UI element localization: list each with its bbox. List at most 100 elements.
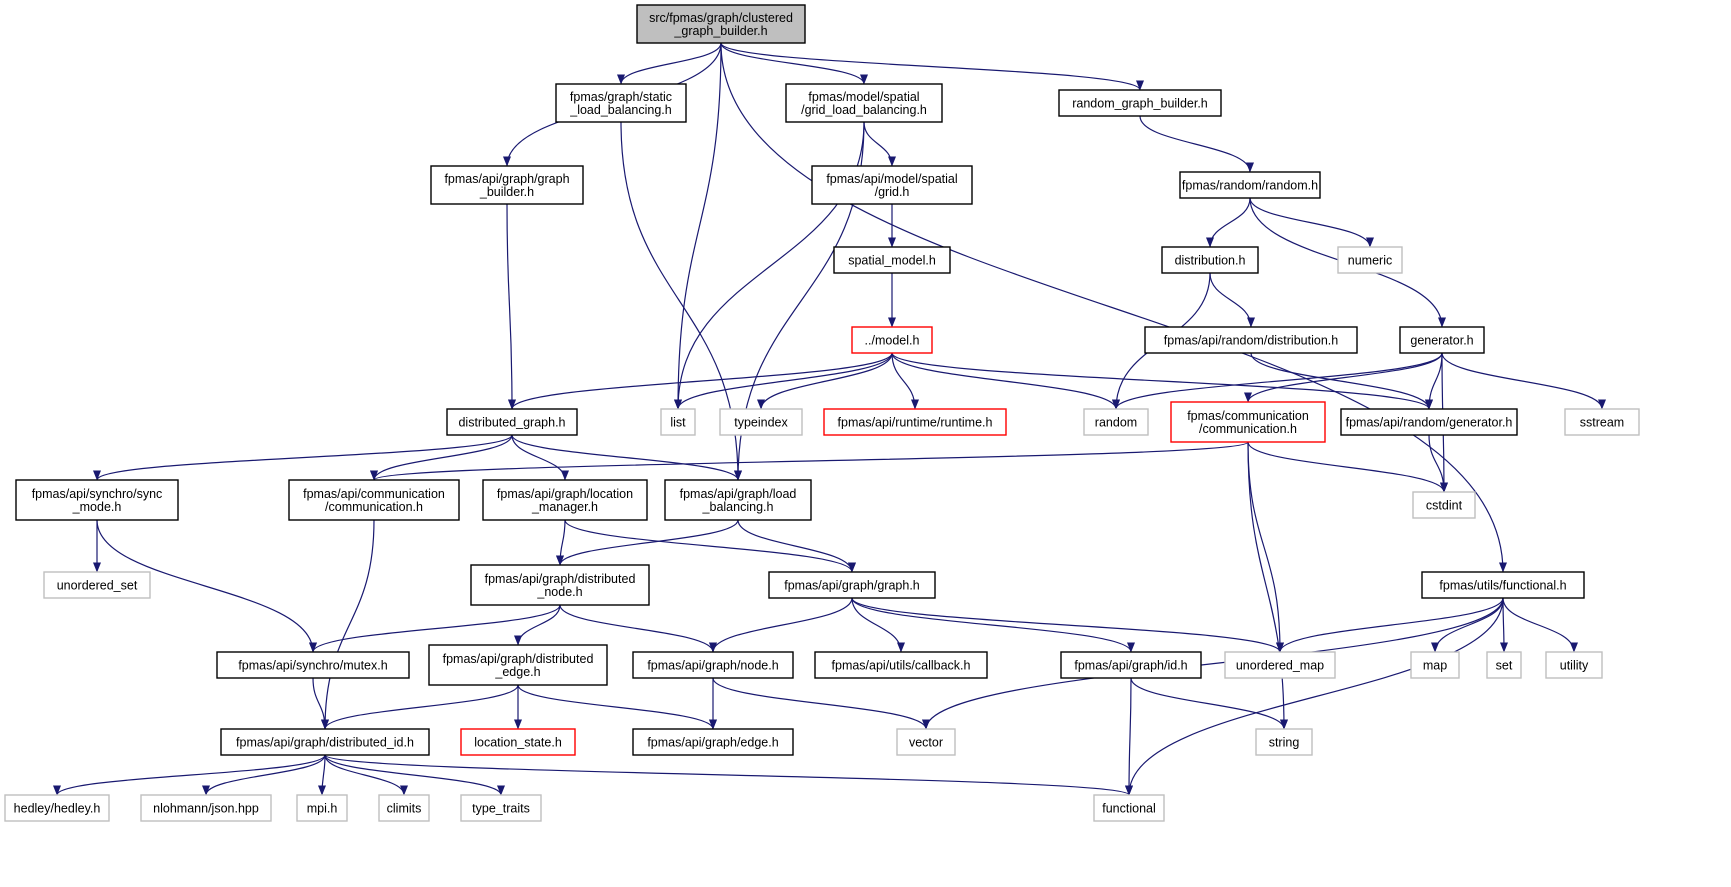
node-dist-graph[interactable]: distributed_graph.h — [446, 408, 578, 436]
node-id-h[interactable]: fpmas/api/graph/id.h — [1060, 651, 1202, 679]
node-sync-mode[interactable]: fpmas/api/synchro/sync_mode.h — [15, 479, 179, 521]
node-box — [555, 83, 687, 123]
node-utility: utility — [1545, 651, 1603, 679]
edge-root-to-list — [674, 42, 722, 410]
node-location-state[interactable]: location_state.h — [460, 728, 576, 756]
node-dist-node[interactable]: fpmas/api/graph/distributed_node.h — [470, 564, 650, 606]
node-box — [632, 728, 794, 756]
node-label-line: functional — [1102, 802, 1156, 816]
node-box — [811, 165, 973, 205]
edge-api_lb-to-api_graph — [737, 519, 856, 573]
edge-root-to-static_lb — [617, 42, 722, 85]
node-mutex[interactable]: fpmas/api/synchro/mutex.h — [216, 651, 410, 679]
node-label-line: string — [1269, 736, 1300, 750]
edge-dist_id-to-type_traits — [324, 754, 505, 796]
node-api-rand-dist[interactable]: fpmas/api/random/distribution.h — [1144, 326, 1358, 354]
node-api-graph-builder[interactable]: fpmas/api/graph/graph_builder.h — [430, 165, 584, 205]
edge-dist_node-to-mutex — [309, 604, 561, 653]
node-api-graph[interactable]: fpmas/api/graph/graph.h — [768, 571, 936, 599]
node-box — [719, 408, 803, 436]
node-box — [1058, 89, 1222, 117]
node-label-line: fpmas/api/graph/graph — [444, 172, 569, 186]
edge-api_graph-to-unordered_map — [851, 597, 1284, 653]
node-box — [814, 651, 988, 679]
node-dist-id[interactable]: fpmas/api/graph/distributed_id.h — [220, 728, 430, 756]
node-api-comm[interactable]: fpmas/api/communication/communication.h — [288, 479, 460, 521]
edge-root-to-random_gb — [720, 42, 1144, 91]
node-random-h[interactable]: fpmas/random/random.h — [1179, 171, 1321, 199]
node-box — [833, 246, 951, 274]
edge-generator-to-sstream — [1441, 352, 1606, 410]
edge-functional_h-to-functional — [1125, 597, 1504, 796]
node-label-line: _balancing.h — [702, 500, 774, 514]
node-random-gb[interactable]: random_graph_builder.h — [1058, 89, 1222, 117]
edge-api_graph-to-id_h — [851, 597, 1135, 653]
node-box — [470, 564, 650, 606]
node-location-mgr[interactable]: fpmas/api/graph/location_manager.h — [482, 479, 648, 521]
edge-dist_id-to-functional — [324, 754, 1133, 796]
node-distribution[interactable]: distribution.h — [1161, 246, 1259, 274]
node-callback[interactable]: fpmas/api/utils/callback.h — [814, 651, 988, 679]
edge-model_h-to-random_std — [891, 352, 1120, 410]
edge-sync_mode-to-mutex — [96, 519, 317, 653]
node-label-line: random_graph_builder.h — [1072, 97, 1208, 111]
node-sstream: sstream — [1564, 408, 1640, 436]
node-box — [1337, 246, 1403, 274]
node-label-line: fpmas/communication — [1187, 409, 1309, 423]
edge-node_h-to-vector — [712, 677, 930, 730]
node-label-line: spatial_model.h — [848, 254, 936, 268]
node-label-line: /grid_load_balancing.h — [801, 103, 927, 117]
node-label-line: fpmas/api/graph/load — [680, 487, 797, 501]
node-label-line: cstdint — [1426, 499, 1463, 513]
node-model-h[interactable]: ../model.h — [851, 326, 933, 354]
node-functional-h[interactable]: fpmas/utils/functional.h — [1421, 571, 1585, 599]
node-box — [430, 165, 584, 205]
node-label-line: fpmas/api/graph/distributed — [485, 572, 636, 586]
node-box — [446, 408, 578, 436]
edge-dist_graph-to-api_comm — [370, 434, 513, 481]
node-label-line: set — [1496, 659, 1513, 673]
node-box — [216, 651, 410, 679]
node-generator[interactable]: generator.h — [1399, 326, 1485, 354]
node-dist-edge[interactable]: fpmas/api/graph/distributed_edge.h — [428, 644, 608, 686]
node-box — [1340, 408, 1518, 436]
node-functional: functional — [1093, 794, 1165, 822]
node-label-line: fpmas/api/graph/location — [497, 487, 633, 501]
node-box — [4, 794, 110, 822]
node-edge-h[interactable]: fpmas/api/graph/edge.h — [632, 728, 794, 756]
node-box — [140, 794, 272, 822]
edge-root-to-functional_h — [720, 42, 1507, 573]
node-label-line: unordered_set — [57, 579, 138, 593]
node-api-rand-gen[interactable]: fpmas/api/random/generator.h — [1340, 408, 1518, 436]
node-set: set — [1486, 651, 1522, 679]
node-api-lb[interactable]: fpmas/api/graph/load_balancing.h — [664, 479, 812, 521]
node-label-line: fpmas/api/graph/graph.h — [784, 579, 920, 593]
node-comm[interactable]: fpmas/communication/communication.h — [1170, 401, 1326, 443]
node-node-h[interactable]: fpmas/api/graph/node.h — [632, 651, 794, 679]
node-box — [896, 728, 956, 756]
node-label-line: _builder.h — [479, 185, 534, 199]
node-json: nlohmann/json.hpp — [140, 794, 272, 822]
edge-comm-to-api_comm — [370, 441, 1249, 481]
node-label-line: numeric — [1348, 254, 1392, 268]
node-box — [1144, 326, 1358, 354]
node-label-line: fpmas/api/synchro/sync — [32, 487, 163, 501]
node-box — [1410, 651, 1460, 679]
node-climits: climits — [378, 794, 430, 822]
node-grid-lb[interactable]: fpmas/model/spatial/grid_load_balancing.… — [785, 83, 943, 123]
node-numeric: numeric — [1337, 246, 1403, 274]
node-label-line: fpmas/utils/functional.h — [1439, 579, 1566, 593]
node-api-grid[interactable]: fpmas/api/model/spatial/grid.h — [811, 165, 973, 205]
edge-dist_node-to-node_h — [559, 604, 717, 653]
node-runtime[interactable]: fpmas/api/runtime/runtime.h — [823, 408, 1007, 436]
edge-api_lb-to-dist_node — [556, 519, 739, 566]
node-box — [1093, 794, 1165, 822]
node-static-lb[interactable]: fpmas/graph/static_load_balancing.h — [555, 83, 687, 123]
node-root[interactable]: src/fpmas/graph/clustered_graph_builder.… — [636, 4, 806, 44]
node-string: string — [1255, 728, 1313, 756]
edge-generator-to-comm — [1244, 352, 1443, 403]
node-box — [785, 83, 943, 123]
node-typeindex: typeindex — [719, 408, 803, 436]
node-hedley: hedley/hedley.h — [4, 794, 110, 822]
node-spatial-model[interactable]: spatial_model.h — [833, 246, 951, 274]
